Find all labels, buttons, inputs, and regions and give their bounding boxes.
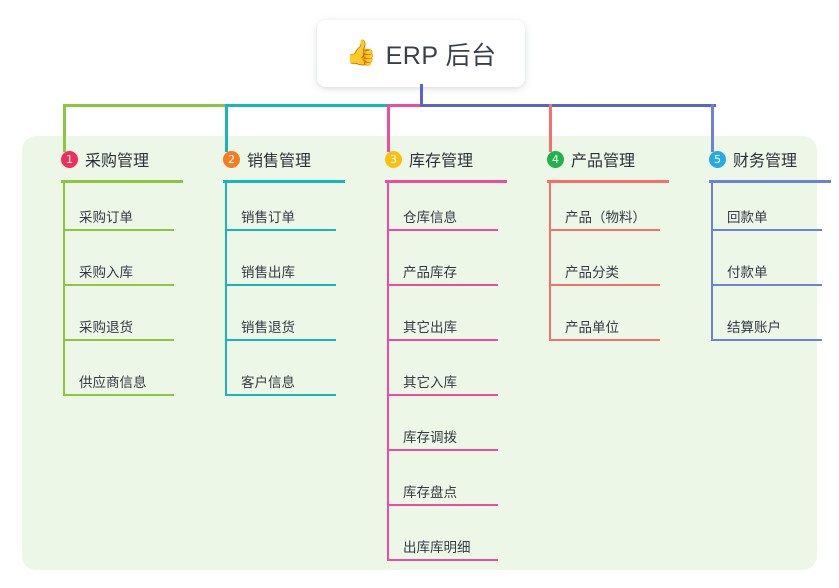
menu-item-label: 采购订单 — [79, 210, 133, 225]
connector-drop-2 — [225, 104, 228, 152]
menu-item[interactable]: 供应商信息 — [63, 375, 174, 396]
menu-item[interactable]: 库存调拨 — [387, 430, 498, 451]
menu-item-label: 回款单 — [727, 210, 768, 225]
menu-item[interactable]: 产品单位 — [549, 320, 660, 341]
menu-item-label: 出库库明细 — [403, 540, 471, 555]
column-underline-5 — [709, 180, 831, 183]
menu-item-label: 产品单位 — [565, 320, 619, 335]
menu-item[interactable]: 其它出库 — [387, 320, 498, 341]
menu-item[interactable]: 采购订单 — [63, 210, 174, 231]
column-1: 1 采购管理采购订单采购入库采购退货供应商信息 — [38, 146, 198, 396]
column-4: 4 产品管理产品（物料） 产品分类产品单位 — [524, 146, 684, 341]
column-header-4[interactable]: 4 产品管理 — [524, 146, 684, 172]
connector-drop-4 — [549, 104, 552, 152]
column-title-5: 财务管理 — [733, 153, 798, 170]
column-underline-3 — [385, 180, 507, 183]
menu-item[interactable]: 采购入库 — [63, 265, 174, 286]
menu-item[interactable]: 客户信息 — [225, 375, 336, 396]
menu-item[interactable]: 产品分类 — [549, 265, 660, 286]
menu-item[interactable]: 仓库信息 — [387, 210, 498, 231]
column-header-3[interactable]: 3 库存管理 — [362, 146, 522, 172]
content-panel — [22, 136, 817, 570]
connector-trunk — [420, 84, 423, 107]
menu-item[interactable]: 付款单 — [711, 265, 822, 286]
column-underline-2 — [223, 180, 345, 183]
menu-item-label: 其它出库 — [403, 320, 457, 335]
menu-item-label: 销售出库 — [241, 265, 295, 280]
column-spine-5 — [711, 183, 713, 341]
column-header-5[interactable]: 5 财务管理 — [686, 146, 839, 172]
column-underline-1 — [61, 180, 183, 183]
menu-item-label: 产品分类 — [565, 265, 619, 280]
connector-bus-segment-1 — [63, 104, 228, 107]
column-badge-icon-3: 3 — [385, 150, 402, 168]
menu-item[interactable]: 产品（物料） — [549, 210, 660, 231]
menu-item-label: 库存盘点 — [403, 485, 457, 500]
menu-item[interactable]: 销售退货 — [225, 320, 336, 341]
menu-item-label: 采购退货 — [79, 320, 133, 335]
connector-drop-5 — [711, 104, 714, 152]
page-title: ERP 后台 — [385, 41, 497, 70]
menu-item[interactable]: 销售出库 — [225, 265, 336, 286]
menu-item[interactable]: 其它入库 — [387, 375, 498, 396]
menu-item-label: 产品库存 — [403, 265, 457, 280]
menu-item-label: 其它入库 — [403, 375, 457, 390]
menu-item-label: 仓库信息 — [403, 210, 457, 225]
menu-item-label: 供应商信息 — [79, 375, 147, 390]
menu-item[interactable]: 回款单 — [711, 210, 822, 231]
menu-item-label: 客户信息 — [241, 375, 295, 390]
column-spine-4 — [549, 183, 551, 341]
title-card: 👍 ERP 后台 — [317, 20, 525, 87]
connector-bus-segment-4 — [420, 104, 716, 107]
menu-item-label: 库存调拨 — [403, 430, 457, 445]
menu-item[interactable]: 出库库明细 — [387, 540, 498, 561]
column-3: 3 库存管理仓库信息产品库存其它出库其它入库库存调拨库存盘点出库库明细 — [362, 146, 522, 561]
menu-item[interactable]: 结算账户 — [711, 320, 822, 341]
connector-bus-segment-3 — [387, 104, 423, 107]
column-spine-1 — [63, 183, 65, 396]
column-title-1: 采购管理 — [85, 153, 150, 170]
column-badge-icon-1: 1 — [61, 150, 78, 168]
column-title-2: 销售管理 — [247, 153, 312, 170]
column-badge-icon-5: 5 — [709, 150, 726, 168]
column-title-3: 库存管理 — [409, 153, 474, 170]
menu-item[interactable]: 销售订单 — [225, 210, 336, 231]
menu-item[interactable]: 采购退货 — [63, 320, 174, 341]
column-header-2[interactable]: 2 销售管理 — [200, 146, 360, 172]
menu-item[interactable]: 产品库存 — [387, 265, 498, 286]
menu-item[interactable]: 库存盘点 — [387, 485, 498, 506]
column-badge-icon-2: 2 — [223, 150, 240, 168]
column-badge-icon-4: 4 — [547, 150, 564, 168]
column-header-1[interactable]: 1 采购管理 — [38, 146, 198, 172]
column-5: 5 财务管理回款单付款单结算账户 — [686, 146, 839, 341]
column-title-4: 产品管理 — [571, 153, 636, 170]
menu-item-label: 采购入库 — [79, 265, 133, 280]
connector-drop-1 — [63, 104, 66, 152]
menu-item-label: 结算账户 — [727, 320, 781, 335]
menu-item-label: 销售退货 — [241, 320, 295, 335]
column-spine-2 — [225, 183, 227, 396]
connector-bus-segment-2 — [225, 104, 390, 107]
menu-item-label: 产品（物料） — [565, 210, 646, 225]
column-2: 2 销售管理销售订单销售出库销售退货客户信息 — [200, 146, 360, 396]
connector-drop-3 — [387, 104, 390, 152]
thumbs-up-icon: 👍 — [345, 39, 377, 67]
menu-item-label: 付款单 — [727, 265, 768, 280]
menu-item-label: 销售订单 — [241, 210, 295, 225]
column-underline-4 — [547, 180, 669, 183]
column-spine-3 — [387, 183, 389, 561]
